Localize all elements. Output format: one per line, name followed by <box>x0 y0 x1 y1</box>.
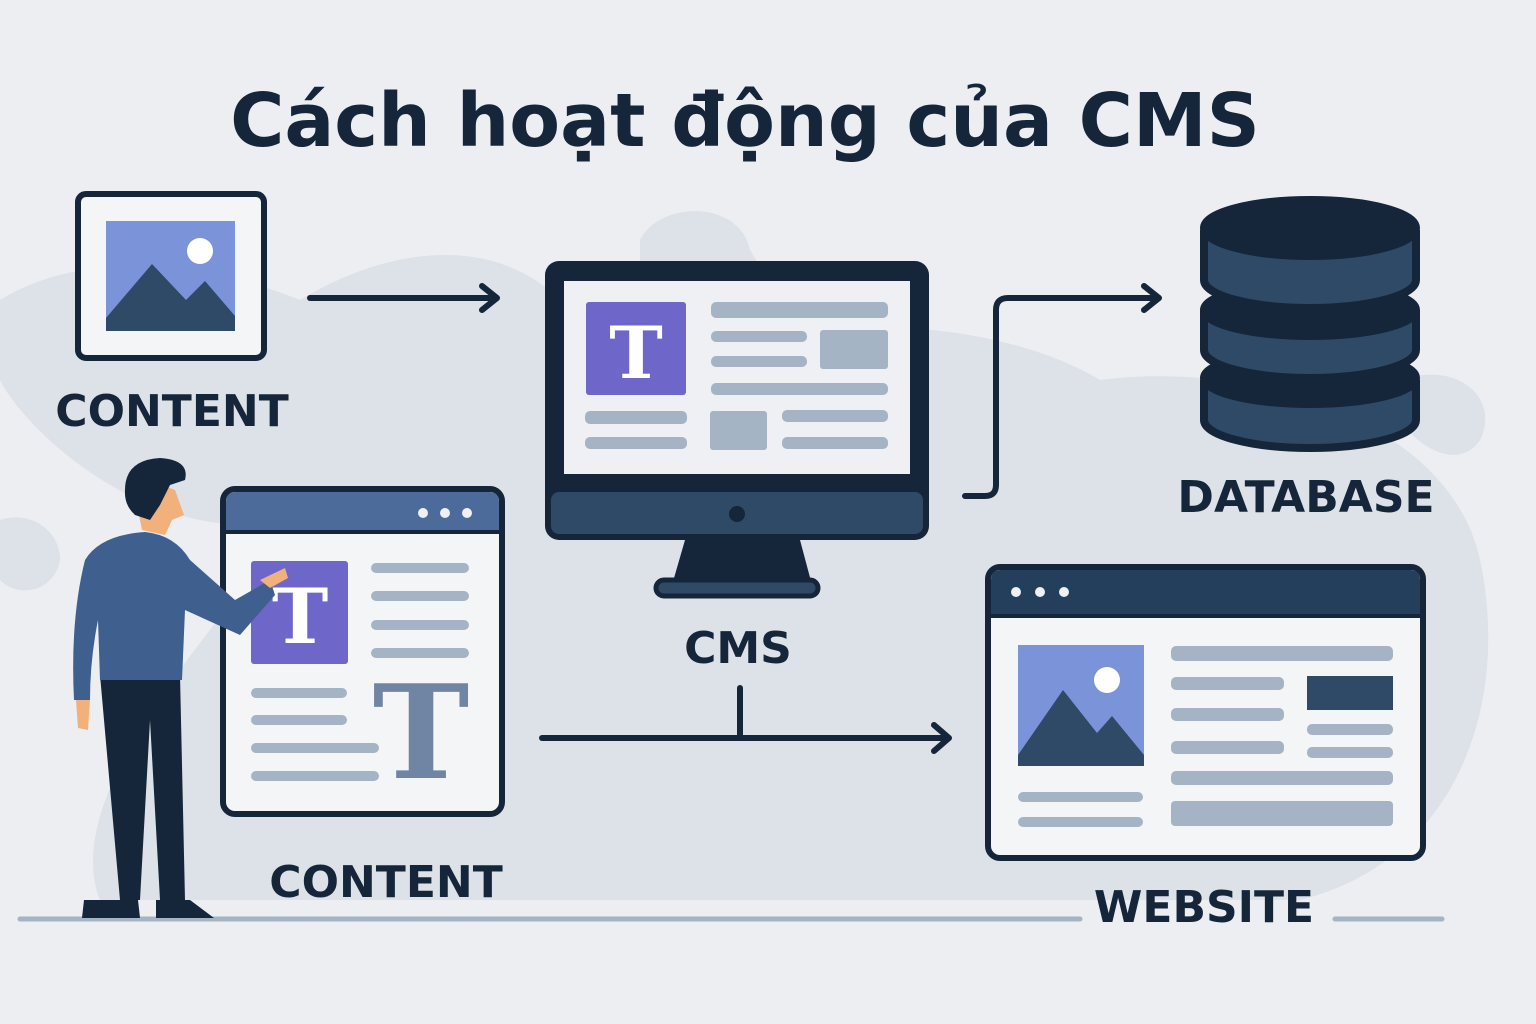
text-t-icon: T <box>609 310 663 395</box>
website-label: WEBSITE <box>1094 882 1314 933</box>
text-t-icon: T <box>272 572 329 661</box>
arrow-content-to-website <box>539 685 952 754</box>
cms-monitor-icon: T <box>545 261 929 599</box>
text-t-icon-large: T <box>373 656 470 809</box>
database-icon <box>1200 196 1420 452</box>
person-illustration <box>73 458 288 918</box>
content-label-top: CONTENT <box>55 386 288 437</box>
page-title: Cách hoạt động của CMS <box>230 78 1260 164</box>
content-editor-window: T T <box>220 486 505 817</box>
arrow-cms-to-database <box>962 283 1162 499</box>
content-image-icon <box>75 191 267 361</box>
website-window <box>985 564 1426 861</box>
content-label-bottom: CONTENT <box>269 857 502 908</box>
arrow-content-to-cms <box>307 283 500 313</box>
cms-label: CMS <box>684 623 792 674</box>
database-label: DATABASE <box>1177 472 1434 523</box>
